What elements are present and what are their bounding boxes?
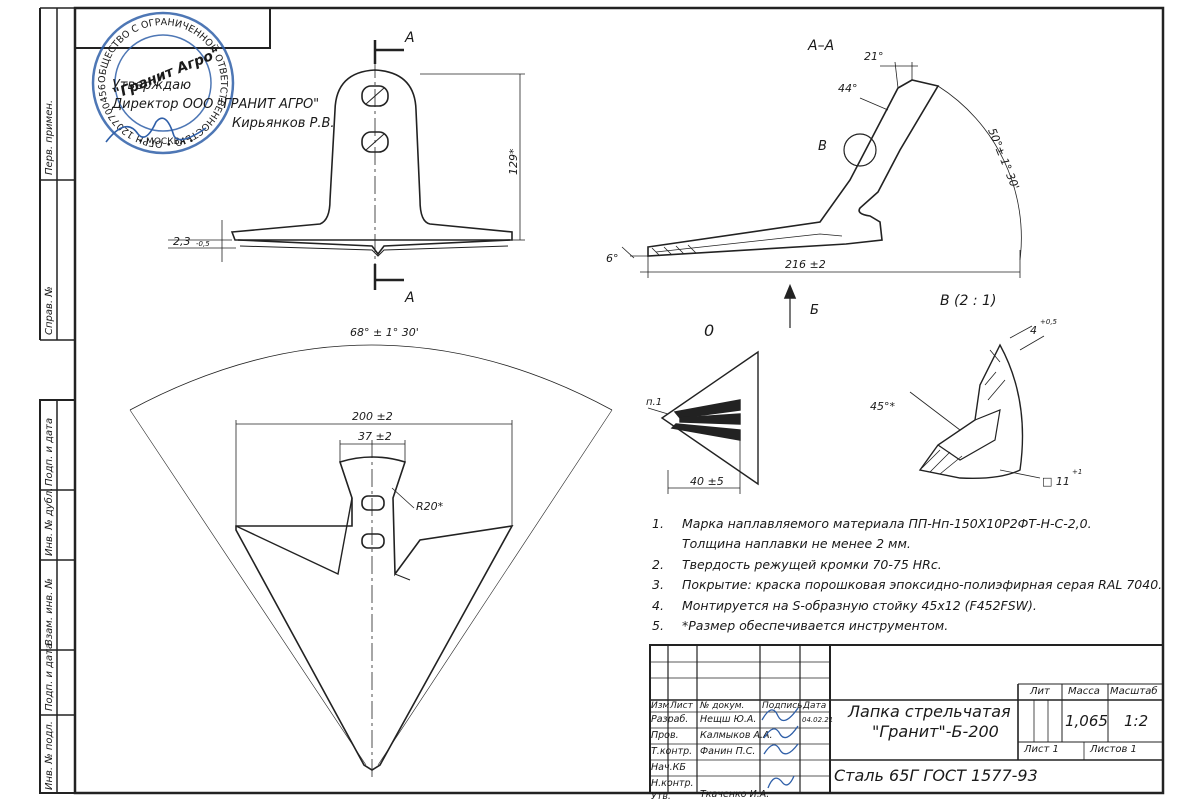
note-1b-text: Толщина наплавки не менее 2 мм. — [682, 536, 911, 551]
dim-11: □ 11 — [1042, 475, 1070, 488]
tb-header-list: Лист — [670, 701, 693, 711]
tb-role-1: Пров. — [651, 730, 679, 741]
stamp-bottom-text: • МОСКВА • — [138, 137, 194, 147]
section-title: А–А — [807, 38, 834, 54]
angle-21: 21° — [864, 50, 884, 63]
angle-50: 50°± 1° 30' — [985, 126, 1021, 191]
tb-role-2: Т.контр. — [651, 746, 693, 757]
dim-4-tol: +0,5 — [1040, 318, 1058, 326]
side-label-sign-date-2: Подп. и дата — [44, 643, 55, 711]
dim-11-tol: +1 — [1072, 468, 1082, 476]
tb-header-sign: Подпись — [762, 701, 803, 711]
tb-name-2: Фанин П.С. — [700, 746, 756, 757]
tb-lit-label: Лит — [1030, 686, 1050, 697]
approval-line-1: Утверждаю — [112, 78, 192, 93]
note-1-sub: Толщина наплавки не менее 2 мм. — [682, 536, 911, 551]
tb-designation-1: Лапка стрельчатая — [848, 702, 1011, 721]
side-label-ref: Справ. № — [44, 286, 55, 335]
tb-scale-value: 1:2 — [1124, 712, 1149, 730]
detail-view — [909, 325, 1045, 480]
angle-45: 45°* — [870, 400, 895, 413]
note-4-text: Монтируется на S-образную стойку 45х12 (… — [682, 598, 1037, 613]
tb-header-izm: Изм — [651, 701, 670, 711]
plan-angle-dim: 68° ± 1° 30' — [350, 326, 419, 339]
height-dim: 129* — [507, 148, 520, 175]
note-2-text: Твердость режущей кромки 70-75 HRc. — [682, 557, 942, 572]
note-2: 2. Твердость режущей кромки 70-75 HRc. — [652, 557, 942, 572]
approval-stamp: ОБЩЕСТВО С ОГРАНИЧЕННОЙ ОТВЕТСТВЕННОСТЬЮ… — [88, 8, 235, 155]
tb-sheet: Лист 1 — [1024, 744, 1059, 755]
rotated-title-box — [75, 8, 271, 49]
plan-width-dim: 200 ±2 — [352, 410, 393, 423]
plan-radius-dim: R20* — [416, 500, 444, 513]
side-label-dup-inv: Инв. № дубл. — [43, 488, 55, 556]
section-letter-bottom: A — [404, 290, 415, 306]
tb-role-5: Утв. — [651, 791, 671, 802]
tb-role-0: Разраб. — [651, 714, 689, 725]
section-letter-top: A — [404, 30, 415, 46]
side-label-orig-inv: Инв. № подл. — [44, 721, 55, 790]
tb-name-5: Ткаченко И.А. — [700, 789, 770, 800]
note-3-text: Покрытие: краска порошковая эпоксидно-по… — [682, 577, 1163, 592]
tb-date-0: 04.02.21 — [802, 716, 834, 724]
plan-slot-dim: 37 ±2 — [358, 430, 392, 443]
side-label-first-use: Перв. примен. — [44, 100, 55, 175]
hardfacing-leader: п.1 — [646, 397, 662, 408]
side-label-replace-inv: Взам. инв. № — [44, 578, 55, 646]
dim-40: 40 ±5 — [690, 475, 724, 488]
note-5-num: 5. — [652, 618, 664, 633]
note-4: 4. Монтируется на S-образную стойку 45х12… — [652, 598, 1037, 613]
detail-title: В (2 : 1) — [940, 293, 996, 309]
tb-header-date: Дата — [803, 701, 827, 711]
dim-4: 4 — [1030, 324, 1037, 337]
tb-role-4: Н.контр. — [651, 778, 694, 789]
approval-line-3: Кирьянков Р.В. — [232, 116, 335, 131]
title-block-grid — [649, 644, 1164, 794]
note-1-text: Марка наплавляемого материала ПП-Нп-150Х… — [682, 516, 1092, 531]
tb-scale-label: Масштаб — [1110, 686, 1158, 697]
section-view — [621, 61, 1022, 328]
note-4-num: 4. — [652, 598, 664, 613]
tb-role-3: Нач.КБ — [651, 762, 686, 773]
tb-name-0: Нещш Ю.А. — [700, 714, 757, 725]
note-1-num: 1. — [652, 516, 664, 531]
tb-mass-label: Масса — [1068, 686, 1100, 697]
note-3: 3. Покрытие: краска порошковая эпоксидно-… — [652, 577, 1162, 592]
tb-header-doc: № докум. — [700, 701, 745, 711]
note-3-num: 3. — [652, 577, 664, 592]
angle-44: 44° — [838, 82, 858, 95]
title-block-signatures — [761, 707, 799, 789]
tb-designation-2: "Гранит"-Б-200 — [872, 722, 999, 741]
note-5: 5. *Размер обеспечивается инструментом. — [652, 618, 948, 633]
tb-material: Сталь 65Г ГОСТ 1577-93 — [834, 766, 1038, 785]
tb-sheets: Листов 1 — [1090, 744, 1137, 755]
angle-6: 6° — [606, 252, 619, 265]
thickness-tol: -0,5 — [196, 240, 210, 248]
note-5-text: *Размер обеспечивается инструментом. — [682, 618, 949, 633]
side-label-sign-date-1: Подп. и дата — [44, 418, 55, 486]
director-signature — [105, 117, 207, 143]
note-2-num: 2. — [652, 557, 664, 572]
approval-line-2: Директор ООО "ГРАНИТ АГРО" — [112, 97, 320, 112]
plan-view — [129, 344, 613, 780]
view-arrow-b: Б — [810, 303, 819, 318]
side-strip — [39, 7, 76, 794]
stamp-center-text: "Гранит Агро" — [111, 45, 222, 102]
length-216: 216 ±2 — [785, 258, 826, 271]
note-1: 1. Марка наплавляемого материала ПП-Нп-15… — [652, 516, 1092, 531]
front-view — [168, 40, 525, 290]
zero-view-label: 0 — [704, 321, 714, 340]
tb-mass-value: 1,065 — [1065, 712, 1108, 730]
thickness-dim: 2,3 — [173, 235, 191, 248]
zero-view — [647, 350, 759, 494]
detail-label-b: В — [818, 139, 827, 154]
tb-name-1: Калмыков А.А. — [700, 730, 773, 741]
